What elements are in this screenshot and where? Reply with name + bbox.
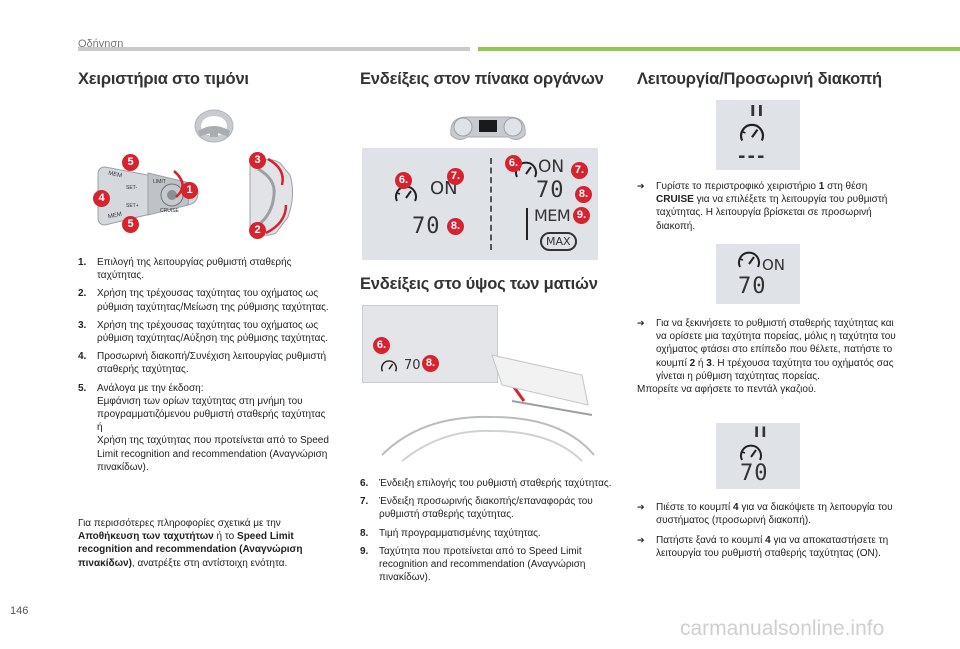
cluster-speed-right: 70 (536, 178, 565, 203)
display-panel-paused-speed: II 70 (716, 423, 800, 489)
cruise-control-icon-p2 (738, 251, 760, 268)
bullet-start-cruise: ➔ Για να ξεκινήσετε το ρυθμιστή σταθερής… (637, 318, 896, 382)
hud-cruise-icon (381, 360, 397, 372)
stalk-label-set-minus: SET- (126, 185, 138, 191)
page-number: 146 (10, 605, 29, 617)
header-rule-green (478, 47, 960, 51)
callout-2: 2 (249, 222, 266, 239)
cluster-speed-left: 70 (412, 214, 441, 239)
cluster-display: ON 70 ON 70 MEM MAX (362, 148, 598, 260)
speed-dashes: --- (738, 146, 767, 167)
watermark: carmanualsonline.info (680, 617, 885, 640)
indicators-list: 6.Ένδειξη επιλογής του ρυθμιστή σταθερής… (360, 477, 622, 589)
callout-3: 3 (249, 152, 266, 169)
list-item: 8.Τιμή προγραμματισμένης ταχύτητας. (360, 527, 541, 539)
list-item: 7.Ένδειξη προσωρινής διακοπής/επαναφοράς… (360, 496, 593, 521)
cluster-max-label: MAX (540, 232, 577, 251)
callout-6-cluster: 6. (395, 172, 412, 189)
stalk-label-limit: LIMIT (153, 179, 166, 185)
list-item: 1.Επιλογή της λειτουργίας ρυθμιστή σταθε… (78, 257, 292, 282)
speed-value-on: 70 (738, 274, 767, 299)
speed-value-paused: 70 (740, 461, 769, 486)
stalk-label-cruise: CRUISE (160, 208, 179, 214)
callout-6-hud: 6. (373, 337, 390, 354)
callout-8-hud: 8. (422, 355, 439, 372)
more-info-paragraph: Για περισσότερες πληροφορίες σχετικά με … (78, 518, 303, 569)
cluster-mem-label: MEM (534, 206, 571, 225)
cluster-on-label-right: ON (538, 157, 565, 177)
note-accelerator: Μπορείτε να αφήσετε το πεντάλ γκαζιού. (637, 384, 817, 395)
cruise-control-icon-p3 (740, 444, 762, 461)
list-item: 2.Χρήση της τρέχουσας ταχύτητας του οχήμ… (78, 288, 329, 313)
bullet-pause: ➔ Πιέστε το κουμπί 4 για να διακόψετε τη… (637, 502, 893, 527)
steering-wheel-icon (194, 109, 234, 143)
heading-steering-controls: Χειριστήρια στο τιμόνι (78, 70, 249, 88)
header-rule-grey (78, 47, 470, 51)
list-item: 3.Χρήση της τρέχουσας ταχύτητας του οχήμ… (78, 319, 329, 345)
callout-4: 4 (93, 190, 110, 207)
stalk-label-set-plus: SET+ (126, 203, 139, 209)
callout-6-cluster-right: 6. (505, 155, 522, 172)
callout-7-cluster-right: 7. (571, 162, 588, 179)
callout-5-top: 5 (122, 154, 139, 171)
heading-head-up-display: Ενδείξεις στο ύψος των ματιών (360, 275, 598, 293)
display-divider (490, 158, 492, 250)
callout-8-cluster-right: 8. (575, 186, 592, 203)
pause-symbol-p3: II (754, 425, 769, 441)
hud-illustration: 70 (362, 305, 600, 465)
link-speed-memory: Αποθήκευση των ταχυτήτων (78, 531, 214, 543)
callout-5-bottom: 5 (122, 216, 139, 233)
link-speed-limit-recognition: Speed Limit recognition and recommendati… (78, 531, 303, 569)
bullet-resume: ➔ Πατήστε ξανά το κουμπί 4 για να αποκατ… (637, 535, 889, 560)
controls-list: 1.Επιλογή της λειτουργίας ρυθμιστή σταθε… (78, 256, 336, 479)
callout-8-cluster: 8. (447, 218, 464, 235)
bullet-select-cruise: ➔ Γυρίστε το περιστροφικό χειριστήριο 1 … (637, 181, 888, 232)
cruise-control-icon-p1 (740, 123, 764, 142)
display-panel-paused: II --- (716, 100, 800, 170)
heading-operation-pause: Λειτουργία/Προσωρινή διακοπή (637, 70, 882, 88)
heading-instrument-panel: Ενδείξεις στον πίνακα οργάνων (360, 70, 604, 88)
stalk-illustration: MEM LIMIT SET- SET+ CRUISE MEM (90, 145, 305, 245)
callout-7-cluster: 7. (447, 168, 464, 185)
list-item: 9.Ταχύτητα που προτείνεται από το Speed … (360, 545, 586, 584)
on-label: ON (762, 256, 786, 274)
callout-9-cluster: 9. (573, 207, 590, 224)
display-panel-on: ON 70 (716, 244, 800, 304)
callout-1: 1 (181, 182, 198, 199)
list-item: 4.Προσωρινή διακοπή/Συνέχιση λειτουργίας… (78, 351, 327, 376)
list-item: 5.Ανάλογα με την έκδοση: Εμφάνιση των ορ… (78, 382, 329, 473)
pause-symbol: II (750, 102, 766, 120)
hud-speed: 70 (404, 358, 421, 373)
instrument-cluster-icon (450, 116, 526, 141)
list-item: 6.Ένδειξη επιλογής του ρυθμιστή σταθερής… (360, 478, 612, 489)
